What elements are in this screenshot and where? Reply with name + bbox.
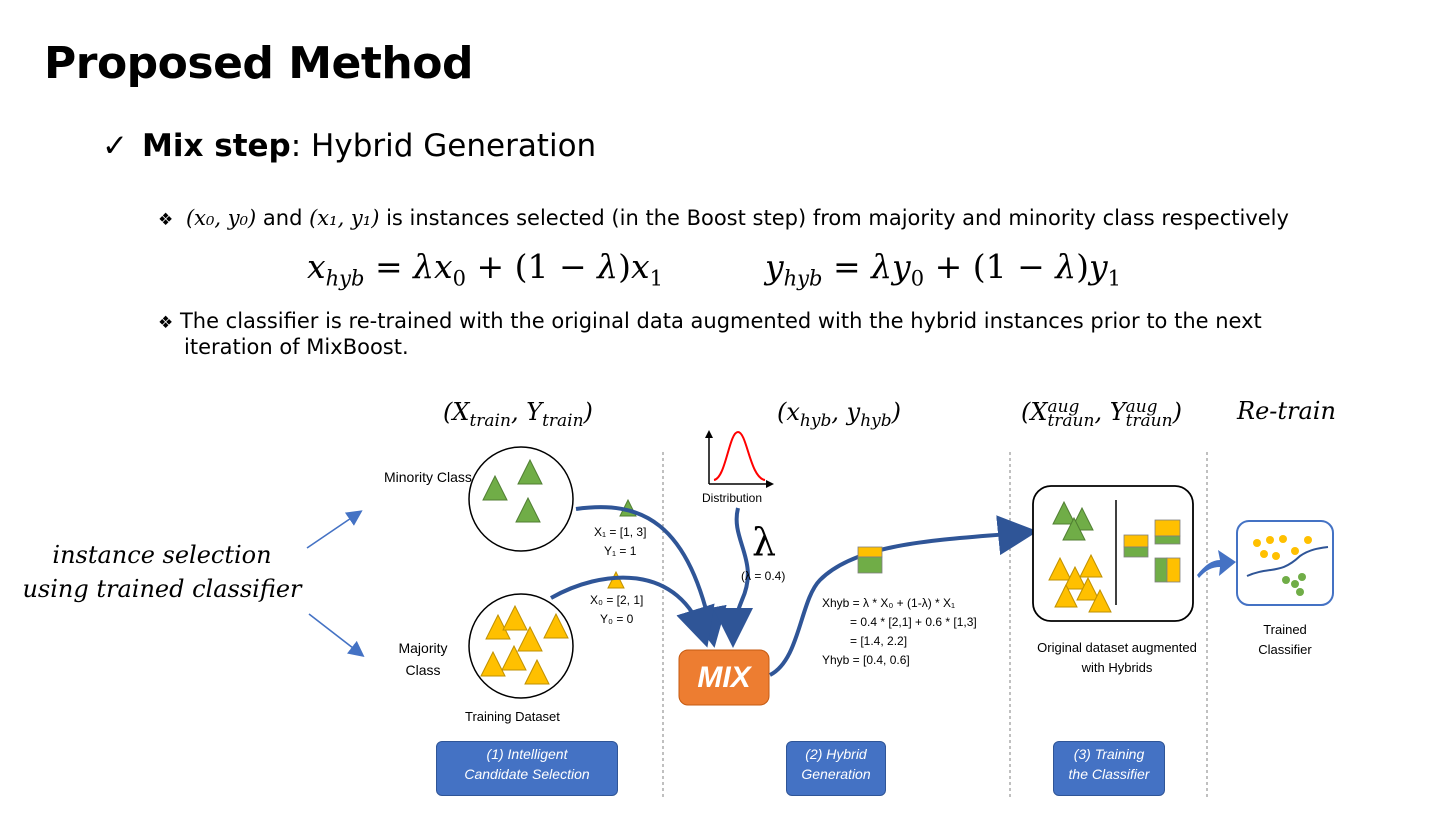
section-subheading: ✓ Mix step: Hybrid Generation <box>102 128 596 164</box>
step-2-box: (2) Hybrid Generation <box>786 741 886 796</box>
bullet-diamond-icon: ❖ <box>158 313 174 333</box>
retrain-label: Re-train <box>1237 397 1336 425</box>
step-1-box: (1) Intelligent Candidate Selection <box>436 741 618 796</box>
arrow-majority-to-mix <box>550 575 715 648</box>
trained-classifier-label: Trained Classifier <box>1258 622 1312 657</box>
bullet1-and: and <box>262 206 303 230</box>
arrow-to-classifier <box>1197 550 1236 578</box>
bullet1-text: is instances selected (in the Boost step… <box>386 206 1289 230</box>
bullet2-line1: The classifier is re-trained with the or… <box>179 309 1262 333</box>
mix-box <box>678 649 770 706</box>
bullet-1: ❖ (x₀, y₀) and (x₁, y₁) is instances sel… <box>158 206 1289 230</box>
side-note-line2: using trained classifier <box>22 575 302 603</box>
side-note-line1: instance selection <box>52 541 272 569</box>
arrow-to-majority <box>308 613 365 657</box>
step-3-box: (3) Training the Classifier <box>1053 741 1165 796</box>
side-note: instance selection using trained classif… <box>8 538 316 606</box>
xhyb-eq-line: Yhyb = [0.4, 0.6] <box>822 653 910 667</box>
arrow-minority-to-mix <box>575 505 727 648</box>
xhyb-eq-line: = 0.4 * [2,1] + 0.6 * [1,3] <box>850 615 977 629</box>
trained-classifier-icon <box>1236 520 1334 606</box>
subheading-rest: : Hybrid Generation <box>290 128 597 164</box>
equation-x-hyb: xhyb = λx0 + (1 − λ)x1 <box>307 247 663 291</box>
lambda-symbol: λ <box>752 520 777 564</box>
arrow-mix-to-augmented <box>768 515 1038 677</box>
x0-label: X₀ = [2, 1] <box>590 593 644 607</box>
minority-class-circle <box>468 446 574 552</box>
page-title: Proposed Method <box>44 38 473 89</box>
bullet1-pair1: (x₁, y₁) <box>309 206 380 230</box>
hybrid-sample-icon <box>857 546 883 574</box>
xhyb-equation: Xhyb = λ * X₀ + (1-λ) * X₁ = 0.4 * [2,1]… <box>822 594 977 670</box>
tuple-train: (Xtrain, Ytrain) <box>443 398 593 431</box>
x1-label: X₁ = [1, 3] <box>594 525 647 539</box>
y1-label: Y₁ = 1 <box>604 544 637 558</box>
subheading-bold: Mix step <box>141 128 291 164</box>
minority-class-label: Minority Class <box>384 469 472 485</box>
distribution-label: Distribution <box>702 491 763 505</box>
lambda-value: (λ = 0.4) <box>741 569 786 583</box>
arrow-lambda-to-mix <box>713 507 754 648</box>
augmented-label: Original dataset augmented with Hybrids <box>1037 640 1197 675</box>
equation-y-hyb: yhyb = λy0 + (1 − λ)y1 <box>765 247 1122 291</box>
training-dataset-label: Training Dataset <box>465 709 560 724</box>
majority-class-label: Majority Class <box>398 640 448 678</box>
xhyb-eq-line: Xhyb = λ * X₀ + (1-λ) * X₁ <box>822 596 956 610</box>
bullet-2: ❖ The classifier is re-trained with the … <box>158 309 1262 333</box>
bullet2-line2: iteration of MixBoost. <box>184 335 409 359</box>
tuple-hyb: (xhyb, yhyb) <box>777 398 901 431</box>
majority-class-circle <box>468 593 574 699</box>
distribution-icon <box>705 430 774 488</box>
arrow-to-minority <box>306 510 363 549</box>
y0-label: Y₀ = 0 <box>600 612 634 626</box>
bullet-diamond-icon: ❖ <box>158 210 174 230</box>
mix-label: MIX <box>697 661 751 694</box>
check-icon: ✓ <box>102 128 128 164</box>
xhyb-eq-line: = [1.4, 2.2] <box>850 634 908 648</box>
bullet1-pair0: (x₀, y₀) <box>185 206 257 230</box>
augmented-dataset-box <box>1032 485 1194 622</box>
